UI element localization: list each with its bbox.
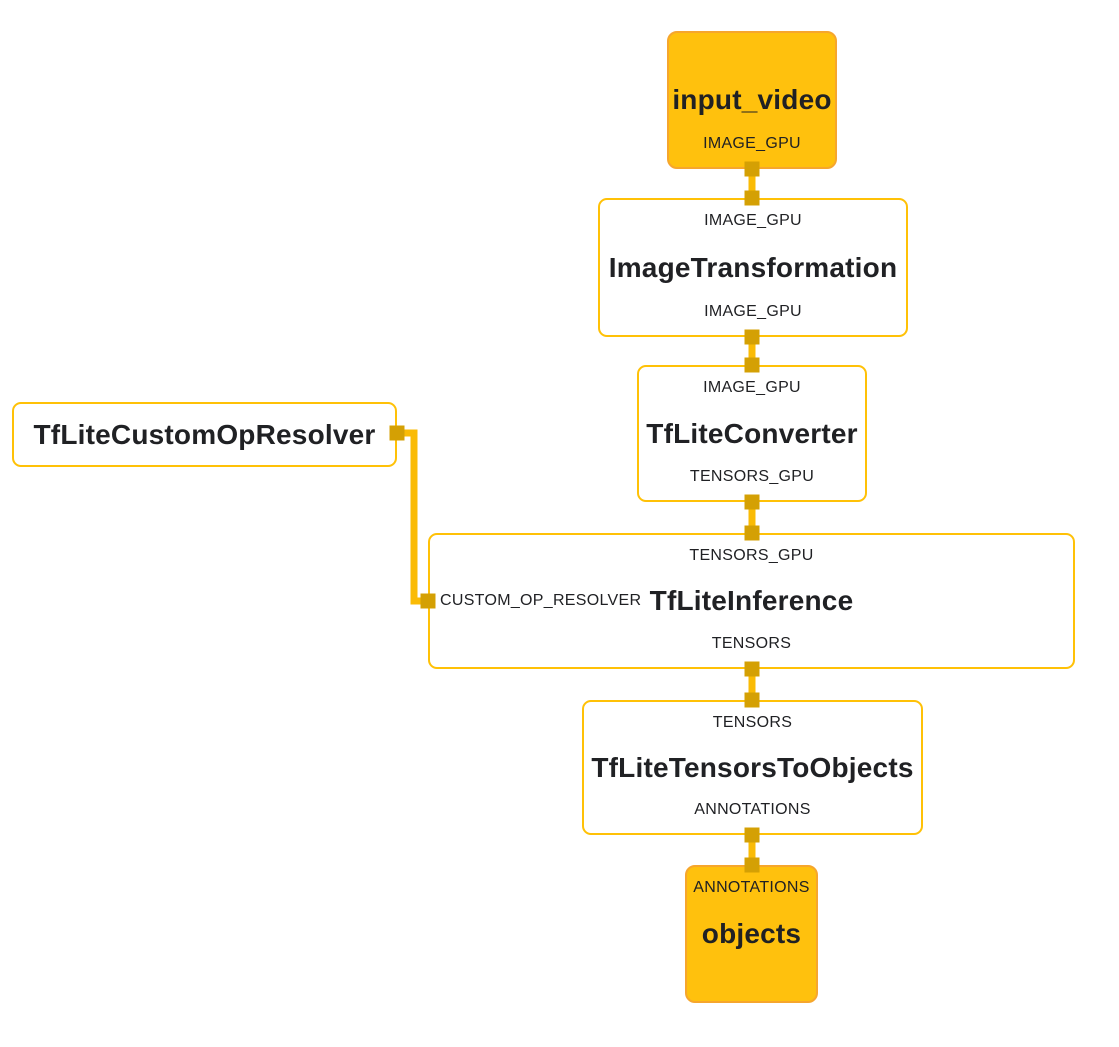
node-tflite-inference[interactable]: TENSORS_GPU CUSTOM_OP_RESOLVER TfLiteInf… — [428, 533, 1075, 669]
node-title: ImageTransformation — [608, 251, 898, 283]
input-port-label: TENSORS — [712, 714, 793, 731]
input-port-label: IMAGE_GPU — [704, 212, 802, 229]
node-input-video[interactable]: input_video IMAGE_GPU — [667, 31, 837, 169]
node-title: objects — [701, 918, 802, 949]
node-tflite-tensors-to-objects[interactable]: TENSORS TfLiteTensorsToObjects ANNOTATIO… — [582, 700, 923, 835]
output-port-label: TENSORS — [711, 635, 792, 652]
edge-tflite-custom-op-resolver-to-tflite-inference — [397, 429, 428, 605]
output-port-label: ANNOTATIONS — [694, 801, 811, 818]
input-port-label: TENSORS_GPU — [689, 547, 814, 564]
output-port-label: TENSORS_GPU — [689, 468, 815, 485]
input-port-label: IMAGE_GPU — [703, 379, 801, 396]
node-image-transformation[interactable]: IMAGE_GPU ImageTransformation IMAGE_GPU — [598, 198, 908, 337]
side-input-port-label: CUSTOM_OP_RESOLVER — [440, 592, 642, 609]
node-tflite-custom-op-resolver[interactable]: TfLiteCustomOpResolver — [12, 402, 397, 467]
node-title: TfLiteTensorsToObjects — [591, 751, 914, 783]
node-objects[interactable]: ANNOTATIONS objects — [685, 865, 818, 1003]
node-title: TfLiteCustomOpResolver — [33, 418, 376, 450]
input-port-label: ANNOTATIONS — [693, 879, 810, 896]
node-title: TfLiteConverter — [646, 417, 858, 449]
node-title: TfLiteInference — [649, 585, 854, 616]
node-tflite-converter[interactable]: IMAGE_GPU TfLiteConverter TENSORS_GPU — [637, 365, 867, 502]
output-port-label: IMAGE_GPU — [704, 303, 802, 320]
node-title: input_video — [672, 84, 832, 115]
output-port-label: IMAGE_GPU — [703, 135, 801, 152]
